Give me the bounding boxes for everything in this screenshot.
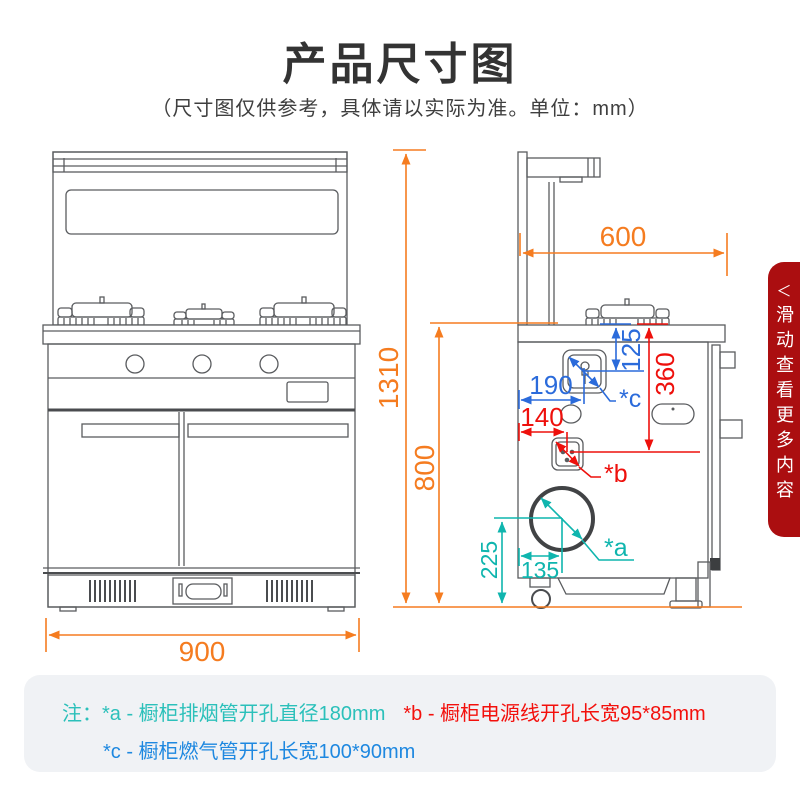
base-side	[529, 561, 711, 609]
dim-hole-c-back: 190	[529, 370, 572, 400]
note-b: *b - 橱柜电源线开孔长宽95*85mm	[403, 703, 706, 725]
note-prefix: 注：	[62, 703, 102, 725]
note-row-2: *c - 橱柜燃气管开孔长宽100*90mm	[103, 735, 776, 764]
front-view	[42, 151, 361, 612]
dim-depth: 600	[600, 221, 647, 252]
hinge-tab-top	[719, 351, 736, 369]
chevron-left-icon: ＜	[776, 283, 792, 300]
handle-oval-left	[560, 404, 582, 424]
label-hole-c: *c	[619, 385, 641, 413]
countertop-front	[42, 324, 361, 345]
hood-top-band	[52, 151, 348, 173]
burner-right	[259, 296, 347, 327]
hinge-tab-bottom	[719, 419, 743, 439]
knob-2	[192, 354, 212, 374]
dim-cabinet-height: 800	[409, 445, 440, 492]
dim-total-height: 1310	[373, 347, 404, 409]
hole-b-diagonal	[555, 441, 580, 467]
hole-a-diagonal	[540, 497, 583, 540]
label-hole-a: *a	[604, 534, 628, 562]
dimensions-red: 360 140 *b	[518, 323, 700, 488]
caster-wheel	[531, 589, 551, 609]
handle-oval-right	[651, 403, 695, 425]
dim-hole-c-top: 125	[616, 328, 646, 371]
doors	[81, 412, 349, 566]
dimensions-teal: 225 135 *a	[476, 497, 634, 604]
note-a: *a - 橱柜排烟管开孔直径180mm	[102, 703, 386, 725]
hole-c-diagonal	[568, 356, 600, 388]
dimensions-orange: 1310 800 900 600	[45, 149, 742, 667]
slide-more-label: 滑动查看更多内容	[774, 305, 794, 505]
burner-side	[585, 298, 670, 327]
dimensions-blue: 125 190 *c	[518, 323, 646, 413]
control-knobs	[125, 354, 279, 374]
bottom-tray	[556, 577, 671, 595]
foot-right	[327, 606, 345, 612]
leveling-foot	[669, 600, 703, 609]
label-hole-b: *b	[604, 460, 628, 488]
display-panel	[286, 381, 329, 403]
door-handle-right	[187, 423, 349, 438]
base-handle	[172, 577, 233, 605]
vent-grille-left	[89, 580, 136, 602]
hood-arm	[526, 157, 601, 178]
dim-hole-b-top: 360	[650, 352, 680, 395]
slide-more-banner[interactable]: ＜ 滑动查看更多内容	[768, 262, 800, 537]
door-handle-left	[81, 423, 180, 438]
base-front	[47, 574, 356, 612]
dim-hole-b-back: 140	[520, 402, 563, 432]
hood-panel	[52, 151, 348, 326]
note-c: *c - 橱柜燃气管开孔长宽100*90mm	[103, 741, 416, 763]
page-title: 产品尺寸图	[282, 40, 518, 89]
foot-left	[59, 606, 77, 612]
note-row-1: 注：*a - 橱柜排烟管开孔直径180mm *b - 橱柜电源线开孔长宽95*85…	[62, 697, 776, 726]
burner-center	[173, 303, 235, 327]
notes-panel: 注：*a - 橱柜排烟管开孔直径180mm *b - 橱柜电源线开孔长宽95*85…	[24, 675, 776, 772]
vent-grille-right	[266, 580, 313, 602]
page-subtitle: （尺寸图仅供参考，具体请以实际为准。单位：mm）	[151, 98, 649, 120]
dim-hole-a-back: 135	[521, 557, 559, 583]
front-edge-panel	[711, 344, 721, 571]
knob-3	[259, 354, 279, 374]
dim-width: 900	[179, 636, 226, 667]
hood-glass-window	[65, 189, 339, 235]
knob-1	[125, 354, 145, 374]
dim-hole-a-floor: 225	[476, 541, 502, 579]
burner-left	[57, 296, 145, 327]
